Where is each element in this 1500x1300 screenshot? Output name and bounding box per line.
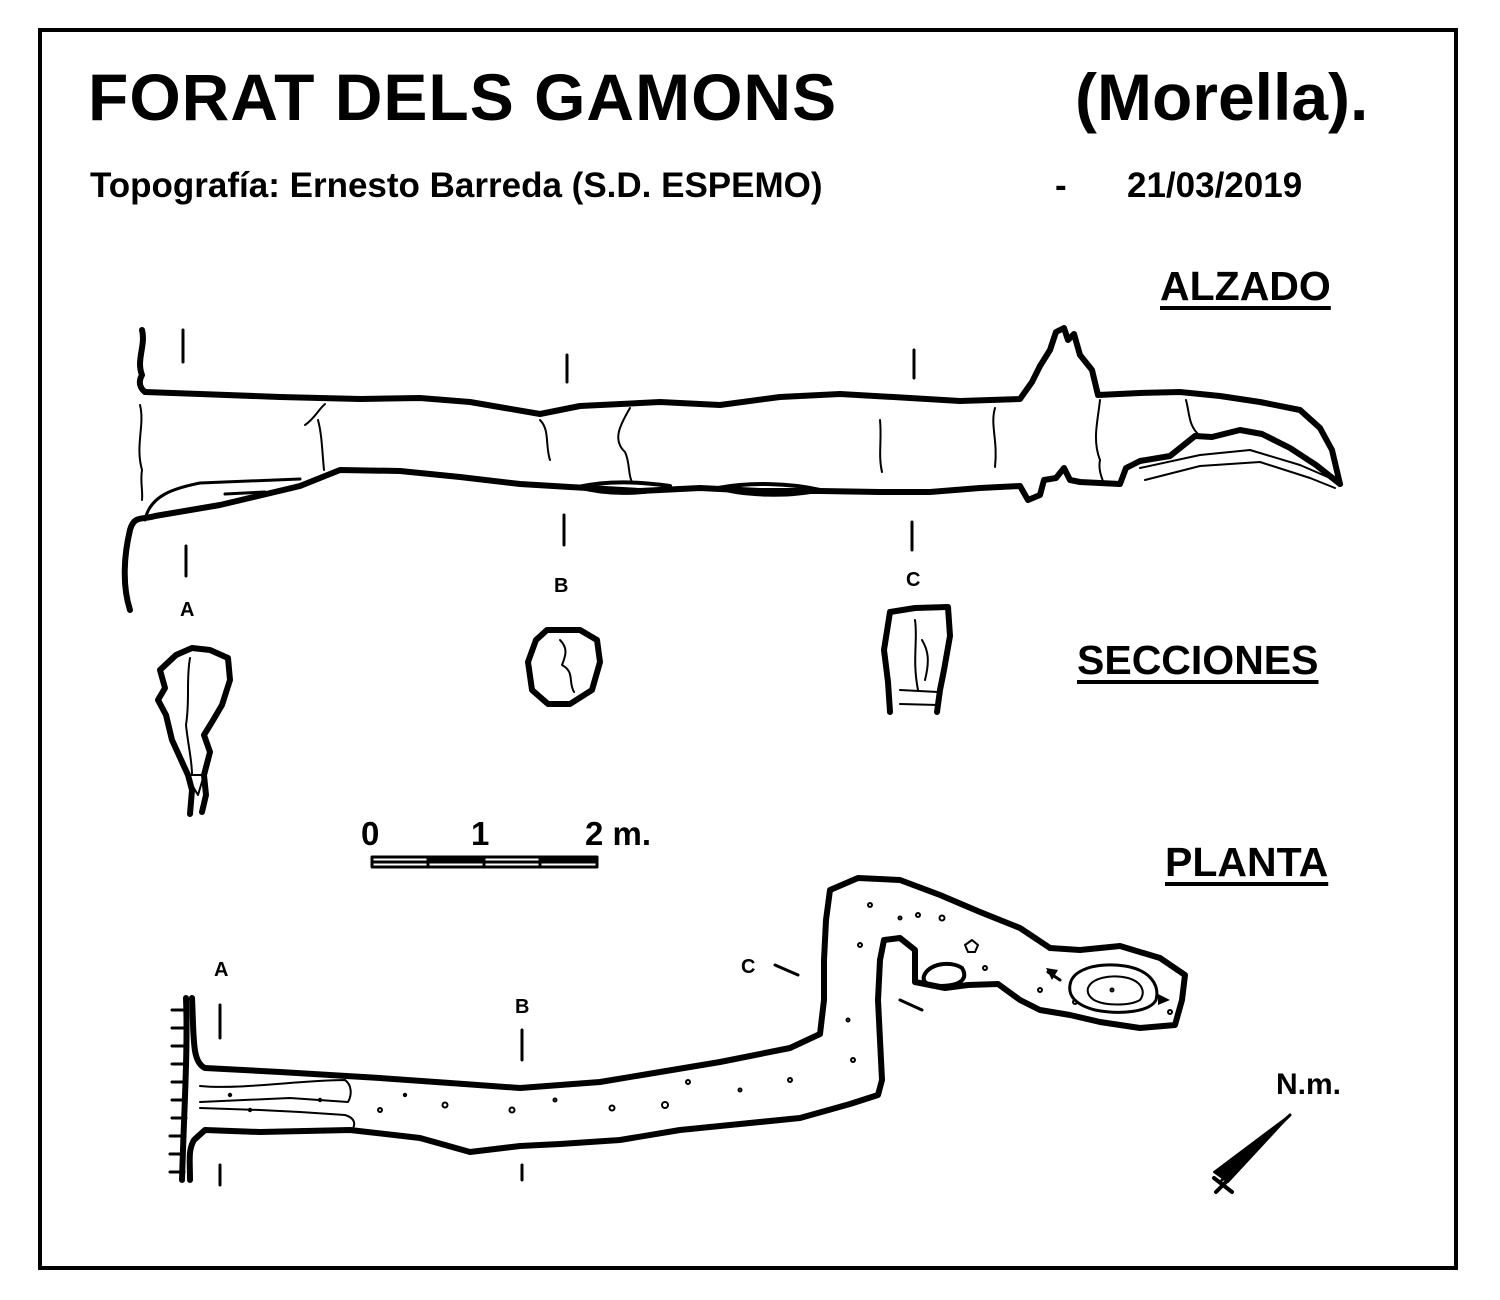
plan-upper-wall [186, 875, 1188, 1183]
section-mark-c [910, 348, 916, 552]
heading-secciones: SECCIONES [1077, 637, 1319, 683]
section-mark-a [181, 328, 188, 578]
plan-view [168, 875, 1188, 1187]
heading-alzado: ALZADO [1160, 263, 1331, 309]
elevation-entrance-wall [136, 327, 148, 395]
section-mark-b [562, 353, 569, 547]
cross-section-c [881, 604, 953, 715]
plan-section-label-b: B [515, 996, 530, 1018]
plan-pool [921, 961, 967, 988]
plan-sediment [199, 1107, 356, 1131]
cross-section-a [155, 645, 233, 817]
cave-title: FORAT DELS GAMONS [88, 60, 838, 134]
elevation-crack [617, 407, 633, 483]
elevation-crack [1094, 399, 1105, 485]
elevation-ceiling [142, 325, 1343, 487]
plan-rubble [227, 902, 1173, 1114]
elevation-crack [1185, 399, 1201, 437]
elevation-section-label-c: C [906, 569, 921, 591]
elevation-crack [992, 407, 997, 468]
plan-flow-arrow [1046, 968, 1058, 980]
credit-separator: - [1055, 166, 1067, 205]
elevation-section-label-b: B [554, 575, 569, 597]
plan-flow-arrow [1158, 994, 1170, 1005]
scale-label-0: 0 [361, 815, 380, 852]
elevation-profile [121, 325, 1343, 613]
elevation-floor [121, 427, 1343, 613]
north-arrow [1212, 1113, 1292, 1194]
elevation-pool-1 [576, 480, 672, 495]
scale-bar [370, 855, 599, 869]
plan-section-label-c: C [741, 956, 756, 978]
elevation-floor-lines [1139, 449, 1336, 489]
cave-location: (Morella). [1075, 60, 1369, 134]
plan-section-label-a: A [214, 959, 229, 981]
plan-section-mark-c [773, 963, 924, 1012]
map-frame [38, 28, 1458, 1270]
elevation-crack [138, 404, 144, 501]
survey-credit: Topografía: Ernesto Barreda (S.D. ESPEMO… [90, 166, 823, 205]
plan-entrance-hatch [168, 1008, 188, 1174]
elevation-pool-2 [716, 482, 822, 497]
heading-planta: PLANTA [1165, 839, 1329, 885]
scale-label-2: 2 m. [585, 815, 652, 852]
elevation-section-label-a: A [180, 599, 195, 621]
elevation-sediment [143, 477, 302, 522]
scale-label-1: 1 [471, 815, 490, 852]
cross-section-b [525, 627, 603, 707]
plan-sediment [199, 1079, 352, 1103]
plan-pool [1086, 975, 1144, 1006]
elevation-crack [539, 419, 551, 461]
elevation-crack [879, 419, 883, 473]
north-label: N.m. [1276, 1068, 1342, 1101]
survey-date: 21/03/2019 [1127, 166, 1303, 205]
plan-block [964, 939, 979, 953]
elevation-crack [304, 403, 326, 471]
plan-pool [1068, 963, 1159, 1014]
